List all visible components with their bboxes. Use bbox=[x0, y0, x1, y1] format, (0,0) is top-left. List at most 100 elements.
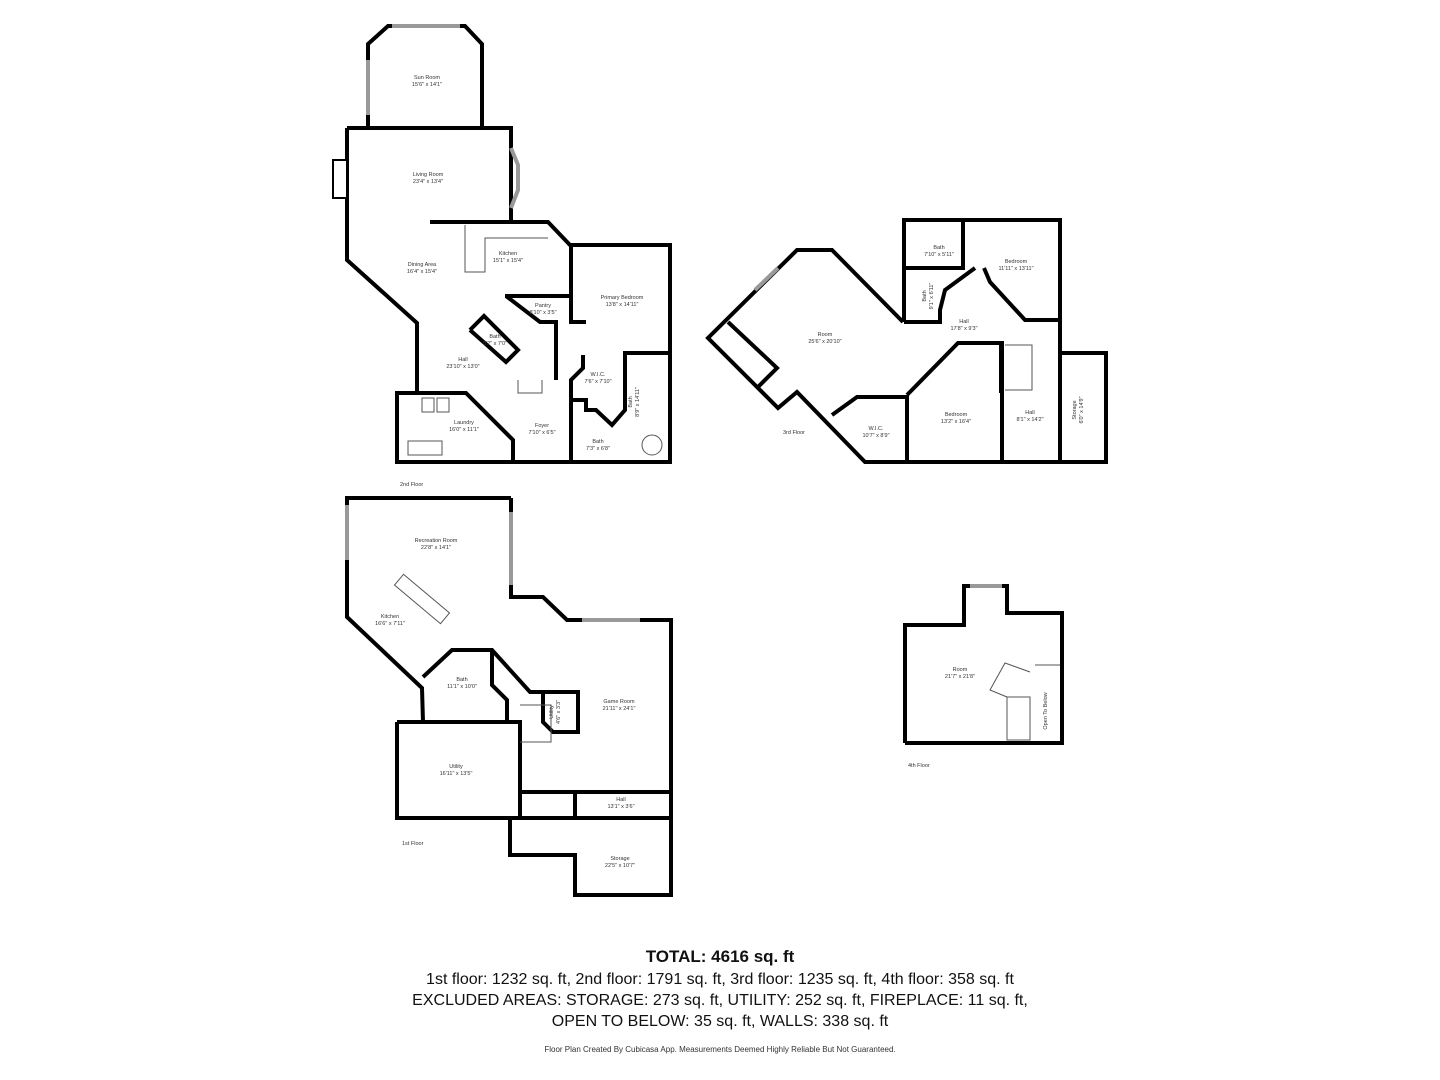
bath-divider bbox=[571, 351, 670, 428]
room-name: Bath bbox=[592, 439, 603, 445]
room-name: Utility bbox=[449, 764, 463, 770]
bedroom-diag bbox=[982, 267, 1060, 322]
room-dims: 11'1" x 10'0" bbox=[447, 684, 477, 690]
bath-inner-wall bbox=[490, 650, 509, 722]
room-name: Recreation Room bbox=[415, 538, 458, 544]
room-dims: 21'11" x 24'1" bbox=[603, 706, 636, 712]
room-name: Storage bbox=[1072, 400, 1078, 419]
room-name: Dining Area bbox=[408, 262, 437, 268]
room-dims: 7'10" x 5'11" bbox=[924, 252, 954, 258]
room-name: Primary Bedroom bbox=[601, 295, 644, 301]
first-floor-outer-wall-2 bbox=[508, 498, 673, 897]
floor-label-4th: 4th Floor bbox=[908, 763, 930, 769]
stairs bbox=[989, 662, 1031, 741]
second-floor-outer-wall-2 bbox=[345, 128, 672, 464]
room-name: Storage bbox=[610, 856, 629, 862]
stairs bbox=[517, 380, 543, 394]
room-dims: 9'1" x 6'11" bbox=[929, 283, 935, 310]
first-floor-plan bbox=[345, 496, 673, 897]
room-dims: 7'6" x 7'10" bbox=[584, 379, 611, 385]
room-dims: 25'6" x 20'10" bbox=[808, 339, 841, 345]
floor-label-2nd: 2nd Floor bbox=[400, 482, 423, 488]
stairs bbox=[1005, 344, 1033, 391]
total-area: TOTAL: 4616 sq. ft bbox=[645, 947, 795, 966]
utility-closet-wall bbox=[541, 690, 580, 734]
room-name: Hall bbox=[458, 357, 467, 363]
room-dims: 8'10" x 3'5" bbox=[529, 310, 556, 316]
room-dims: 16'0" x 11'1" bbox=[449, 427, 479, 433]
bedroom-wall bbox=[905, 341, 1004, 462]
room-name: W.I.C. bbox=[869, 426, 884, 432]
room-dims: 22'5" x 10'7" bbox=[605, 863, 635, 869]
room-name: Pantry bbox=[535, 303, 551, 309]
floor-areas: 1st floor: 1232 sq. ft, 2nd floor: 1791 … bbox=[426, 971, 1014, 988]
fourth-floor-wall bbox=[903, 584, 1064, 745]
bath2-wall bbox=[904, 266, 977, 324]
stairs bbox=[520, 704, 552, 743]
stair-wall bbox=[999, 343, 1003, 393]
room-dims: 8'1" x 14'2" bbox=[1016, 417, 1043, 423]
first-floor-outer-wall bbox=[345, 496, 511, 723]
room-name: Room bbox=[953, 667, 968, 673]
room-dims: 16'11" x 13'5" bbox=[440, 771, 473, 777]
bath-wall bbox=[468, 313, 521, 365]
room-dims: 7'3" x 6'8" bbox=[586, 446, 610, 452]
room-name: Utility bbox=[549, 705, 555, 719]
room-name: Bath bbox=[628, 396, 634, 407]
dryer bbox=[436, 397, 450, 413]
room-name: Kitchen bbox=[381, 614, 399, 620]
laundry-counter bbox=[407, 440, 443, 456]
room-name: Bath bbox=[922, 290, 928, 301]
wic-diagonal bbox=[830, 395, 907, 417]
credit-note: Floor Plan Created By Cubicasa App. Meas… bbox=[544, 1045, 896, 1054]
room-dims: 5'2" x 7'0" bbox=[483, 341, 507, 347]
kitchen-island bbox=[393, 573, 451, 625]
room-dims: 16'6" x 7'11" bbox=[375, 621, 405, 627]
room-dims: 23'10" x 13'0" bbox=[446, 364, 479, 370]
room-dims: 13'2" x 16'4" bbox=[941, 419, 971, 425]
washer bbox=[421, 397, 435, 413]
room-name: Game Room bbox=[603, 699, 635, 705]
primary-bedroom-wall bbox=[569, 247, 586, 324]
excluded-areas-cont: OPEN TO BELOW: 35 sq. ft, WALLS: 338 sq.… bbox=[551, 1013, 889, 1030]
room-name: Bath bbox=[489, 334, 500, 340]
room-dims: 23'4" x 13'4" bbox=[413, 179, 443, 185]
room-dims: 13'1" x 3'6" bbox=[607, 804, 634, 810]
floor-label-3rd: 3rd Floor bbox=[783, 430, 805, 436]
room-name: Hall bbox=[959, 319, 968, 325]
fireplace bbox=[332, 159, 348, 199]
room-name: Kitchen bbox=[499, 251, 517, 257]
room-name: Sun Room bbox=[414, 75, 440, 81]
bathtub bbox=[641, 434, 663, 456]
third-floor-window bbox=[753, 266, 780, 292]
room-name: Hall bbox=[616, 797, 625, 803]
room-dims: 8'9" x 14'11" bbox=[635, 387, 641, 417]
room-dims: 6'0" x 14'9" bbox=[1079, 396, 1085, 423]
room-dims: 21'7" x 21'8" bbox=[945, 674, 975, 680]
room-dims: 15'1" x 15'4" bbox=[493, 258, 523, 264]
room-dims: 13'8" x 14'11" bbox=[606, 302, 639, 308]
fourth-floor-plan bbox=[903, 584, 1064, 745]
stair-wall bbox=[504, 294, 558, 380]
room-dims: 11'11" x 13'11" bbox=[998, 266, 1033, 272]
room-labels: Sun Room 15'6" x 14'1" Living Room 23'4"… bbox=[375, 75, 1085, 869]
room-dims: 15'6" x 14'1" bbox=[412, 82, 442, 88]
third-floor-room-wall bbox=[705, 218, 1062, 464]
room-dims: 16'4" x 15'4" bbox=[407, 269, 437, 275]
excluded-areas: EXCLUDED AREAS: STORAGE: 273 sq. ft, UTI… bbox=[412, 992, 1028, 1009]
kitchen-counter bbox=[464, 225, 548, 273]
room-name: Bedroom bbox=[945, 412, 968, 418]
second-floor-outer-wall bbox=[347, 126, 513, 222]
storage-wall bbox=[1060, 351, 1108, 464]
room-name: W.I.C. bbox=[591, 372, 606, 378]
room-dims: 22'8" x 14'1" bbox=[421, 545, 451, 551]
room-name: Bedroom bbox=[1005, 259, 1028, 265]
alcove-wall bbox=[726, 320, 780, 389]
room-name: Bath bbox=[456, 677, 467, 683]
room-name: Room bbox=[818, 332, 833, 338]
wic-wall bbox=[569, 355, 585, 462]
room-name: Bath bbox=[933, 245, 944, 251]
room-name: Foyer bbox=[535, 423, 549, 429]
room-dims: 4'6" x 3'3" bbox=[556, 700, 562, 724]
